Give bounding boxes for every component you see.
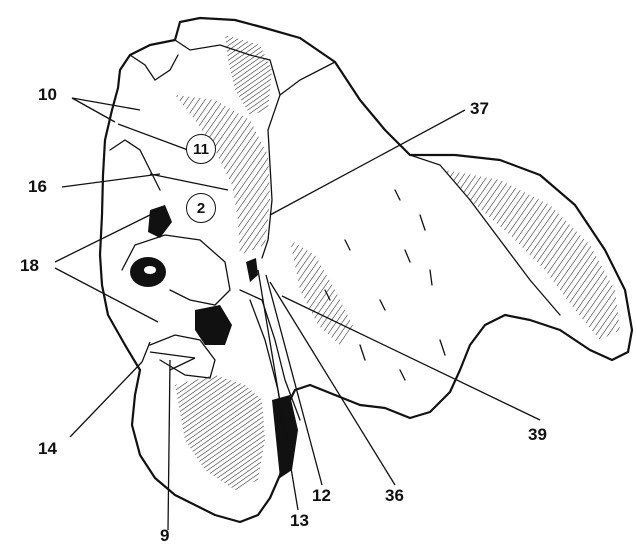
label-37: 37: [470, 100, 489, 117]
circled-label-2: 2: [186, 193, 216, 223]
label-14: 14: [38, 440, 57, 457]
upper-rim: [110, 140, 160, 190]
leader-lines: [55, 98, 540, 530]
label-10: 10: [38, 86, 57, 103]
label-16: 16: [28, 178, 47, 195]
dark-pit: [195, 305, 232, 345]
label-12: 12: [312, 487, 331, 504]
label-36: 36: [385, 487, 404, 504]
hatched-region-11: [175, 95, 270, 255]
label-39: 39: [528, 426, 547, 443]
label-13: 13: [290, 512, 309, 529]
label-9: 9: [160, 527, 169, 544]
crest-detail: [130, 55, 178, 80]
label-18: 18: [20, 257, 39, 274]
hatched-horn: [445, 170, 620, 340]
upper-suture: [280, 62, 335, 95]
circled-label-11: 11: [186, 134, 216, 164]
hatched-lower: [175, 375, 265, 490]
hatched-region-top: [225, 35, 272, 115]
dark-notch: [148, 205, 172, 238]
